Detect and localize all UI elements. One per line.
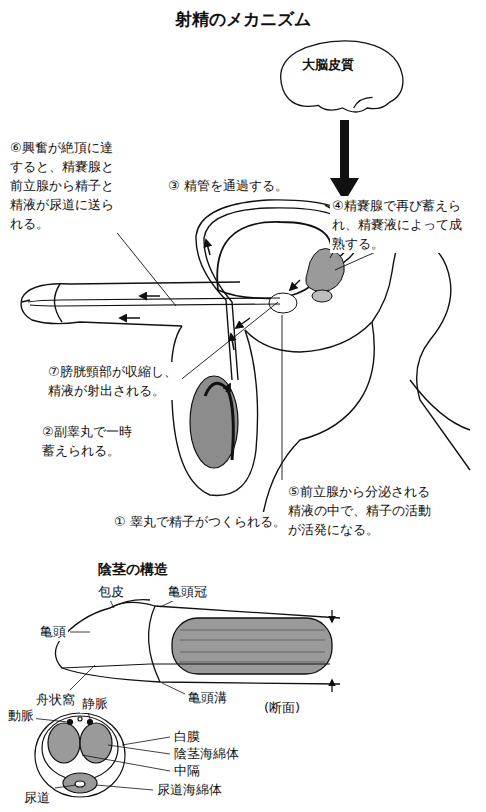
body-outline [417, 238, 470, 470]
callout-text: ③ 精管を通過する。 [166, 176, 290, 195]
penis-side-view [180, 630, 325, 662]
part-label: 動脈 [6, 706, 36, 725]
brain-node: 大脳皮質 [272, 36, 408, 116]
leader-line [30, 600, 185, 790]
scrotum [171, 326, 257, 495]
callout-text: ⑦膀胱頸部が収縮し、精液が射出される。 [46, 362, 182, 400]
flow-arrow [120, 317, 140, 319]
cross-section [42, 716, 118, 780]
leader-line [122, 737, 170, 745]
cross-section [78, 717, 82, 721]
leader-line [82, 755, 170, 771]
penis-side-view [62, 664, 330, 668]
penis-side-view [149, 606, 160, 682]
scrotum [205, 383, 233, 460]
section-heading: 陰茎の構造 [96, 560, 170, 579]
part-label: 尿道海綿体 [155, 780, 224, 799]
callout-text: ②副睾丸で一時蓄えられる。 [40, 422, 142, 460]
seminal-vesicle [269, 249, 344, 314]
leader-line [88, 712, 90, 719]
callout-text: ⑥興奮が絶頂に達すると、精嚢腺と前立腺から精子と精液が尿道に送られる。 [8, 138, 124, 233]
leader-line [108, 745, 170, 754]
part-label: (断面) [262, 698, 302, 717]
cross-section [75, 781, 85, 787]
vas-deferens [215, 280, 240, 281]
part-label: 舟状窩 [34, 690, 77, 709]
part-label: 亀頭溝 [186, 688, 229, 707]
cross-section [80, 723, 112, 763]
leader-line [162, 683, 185, 694]
flow-arrow [206, 240, 210, 255]
scrotum [171, 326, 257, 495]
flow-arrow [231, 334, 234, 350]
callout-text: ④精嚢腺で再び蓄えられ、精嚢液によって成熟する。 [330, 196, 474, 253]
leader-line [55, 785, 76, 788]
scrotum [226, 384, 230, 392]
cross-section [35, 713, 125, 797]
leader-line [178, 302, 278, 382]
signal-arrow [340, 120, 349, 180]
penis-side-view [331, 610, 332, 622]
urethra [28, 298, 280, 306]
body-outline [410, 380, 470, 430]
seminal-vesicle [312, 290, 332, 302]
cross-section [48, 723, 80, 763]
leader-line [70, 665, 95, 690]
part-label: 亀頭冠 [166, 582, 209, 601]
seminal-vesicle [306, 249, 344, 293]
node-label: 大脳皮質 [302, 56, 354, 74]
leader-line [160, 600, 175, 607]
scrotum [190, 376, 238, 468]
penis-side-view [331, 680, 332, 692]
penis-outline [54, 284, 62, 322]
penis-side-view [172, 618, 332, 674]
urethra [28, 298, 280, 302]
cross-section [63, 773, 97, 793]
cross-section [35, 713, 125, 797]
cross-section [68, 720, 73, 725]
brain-outline [272, 36, 408, 116]
part-label: 中隔 [172, 761, 202, 780]
cross-section [88, 720, 93, 725]
node-text-wrap: 大脳皮質 [302, 56, 354, 74]
callout-text: ① 睾丸で精子がつくられる。 [112, 512, 288, 531]
leader-line [70, 632, 90, 633]
flow-arrow [120, 184, 338, 350]
seminal-vesicle [269, 293, 297, 313]
urethra [30, 304, 280, 306]
part-label: 亀頭 [38, 622, 68, 641]
penis-outline [21, 282, 240, 326]
penis-side-view [55, 602, 340, 684]
flow-arrow [290, 280, 300, 290]
penis-outline [21, 282, 240, 326]
brain-outline [281, 41, 403, 112]
signal-arrow [330, 120, 359, 202]
part-label: 尿道 [22, 788, 52, 807]
body-outline [245, 218, 470, 520]
part-label: 静脈 [80, 694, 110, 713]
flow-arrow [140, 295, 160, 297]
leader-line [335, 250, 380, 270]
diagram-title: 射精のメカニズム [0, 8, 486, 30]
leader-line [110, 600, 114, 608]
callout-text: ⑤前立腺から分泌される精液の中で、精子の活動が活発になる。 [286, 482, 440, 539]
part-label: 包皮 [96, 582, 126, 601]
penis-side-view [55, 600, 340, 692]
leader-line [282, 315, 283, 480]
leader-line [96, 785, 153, 790]
